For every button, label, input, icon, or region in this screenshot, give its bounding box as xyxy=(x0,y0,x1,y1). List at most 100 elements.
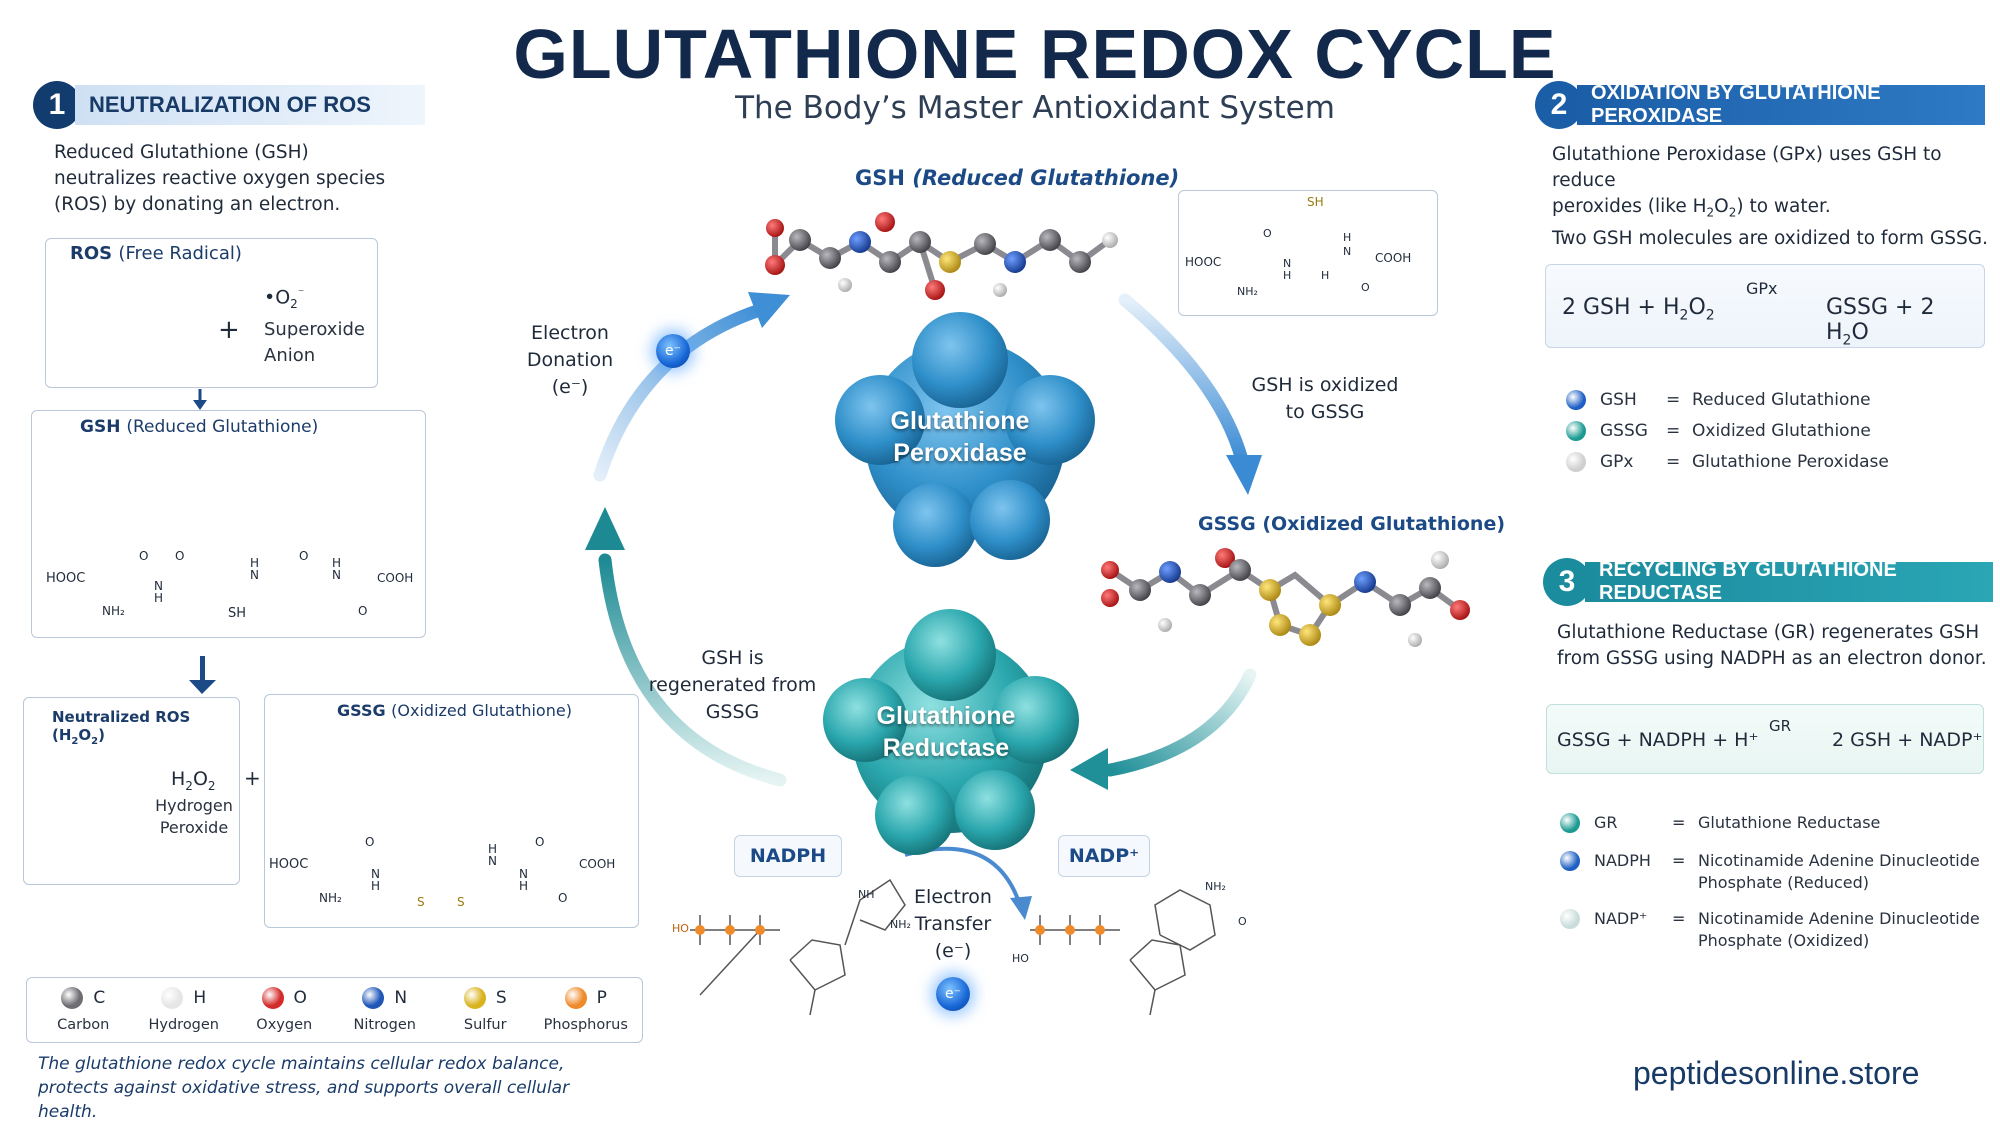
step2-eq-left: 2 GSH + H2O2 xyxy=(1562,295,1715,324)
ros-label: ROS (Free Radical) xyxy=(70,243,242,264)
step3-eq-enzyme: GR xyxy=(1769,717,1792,735)
gssg-box-label: GSSG (Oxidized Glutathione) xyxy=(337,701,572,720)
gssg-h1: H xyxy=(371,879,381,893)
legend-key: GPx xyxy=(1600,451,1634,472)
top-gsh-h2: H xyxy=(1343,231,1352,244)
gsh-h3: H xyxy=(332,556,342,570)
gssg-s2: S xyxy=(457,895,465,909)
gssg-s1: S xyxy=(417,895,425,909)
element-carbon: C Carbon xyxy=(33,987,133,1033)
legend-value: Glutathione Reductase xyxy=(1698,813,1881,832)
electron-donation-label: Electron Donation (e⁻) xyxy=(526,322,614,398)
nadph-label: NADPH xyxy=(734,835,842,877)
legend-key: NADP⁺ xyxy=(1594,909,1648,928)
element-symbol-row: H xyxy=(161,987,206,1009)
gsh-box-label: GSH (Reduced Glutathione) xyxy=(80,417,319,437)
step2-equation-box: 2 GSH + H2O2 GPx GSSG + 2 H2O xyxy=(1545,264,1985,348)
gssg-3d-molecule xyxy=(1101,548,1470,647)
step3-description: Glutathione Reductase (GR) regenerates G… xyxy=(1557,622,1987,669)
neutralized-plus: + xyxy=(244,766,261,790)
neutralized-ros-box: Neutralized ROS (H2O2) H2O2 Hydrogen Per… xyxy=(23,697,240,885)
legend-eq: = xyxy=(1666,451,1681,472)
legend-key: GSSG xyxy=(1600,420,1648,441)
nadp-skeletal xyxy=(1030,889,1216,1016)
electron-transfer-label: Electron Transfer (e⁻) xyxy=(914,886,992,962)
element-ball-icon xyxy=(161,987,184,1009)
element-ball-icon xyxy=(564,987,587,1009)
legend-key: GSH xyxy=(1600,389,1637,410)
element-name: Hydrogen xyxy=(148,1017,220,1033)
step3-header: 3 RECYCLING BY GLUTATHIONE REDUCTASE xyxy=(1543,558,1993,606)
element-symbol: H xyxy=(193,988,207,1008)
gsh-sh: SH xyxy=(228,606,247,621)
gssg-h2: H xyxy=(488,842,498,856)
element-name: Phosphorus xyxy=(543,1017,628,1033)
enzyme1-label: Glutathione Peroxidase xyxy=(890,407,1030,467)
nadp-phosphates xyxy=(1035,925,1105,935)
element-symbol-row: C xyxy=(61,987,105,1009)
nadph-nh2: NH₂ xyxy=(890,918,911,931)
gsh-n1: N xyxy=(154,579,163,593)
gsh-h1: H xyxy=(154,591,164,605)
cycle-arrows xyxy=(585,292,1262,920)
legend-eq: = xyxy=(1672,851,1686,870)
h2o2-name: Hydrogen Peroxide xyxy=(155,796,233,837)
legend-key: NADPH xyxy=(1594,851,1651,870)
nadp-nh2: NH₂ xyxy=(1205,880,1226,893)
gsh-nh2: NH₂ xyxy=(102,604,125,618)
element-symbol-row: S xyxy=(463,987,507,1009)
element-hydrogen: H Hydrogen xyxy=(134,987,234,1033)
element-symbol-row: N xyxy=(362,987,407,1009)
legend-dot-icon xyxy=(1560,813,1580,833)
gssg-cooh: COOH xyxy=(579,857,616,871)
legend-value: Glutathione Peroxidase xyxy=(1692,451,1889,472)
nadph-ho: HO xyxy=(672,922,689,935)
legend-value: Reduced Glutathione xyxy=(1692,389,1871,410)
gsh-skeletal-box: SH HOOC NH₂ O N H H N H COOH O xyxy=(1178,190,1438,316)
step3-legend-row: GR = Glutathione Reductase xyxy=(1560,812,1980,834)
legend-key: GR xyxy=(1594,813,1618,832)
glutathione-reductase-protein xyxy=(823,609,1079,855)
legend-dot-icon xyxy=(1560,909,1580,929)
step3-equation-box: GSSG + NADPH + H⁺ GR 2 GSH + NADP⁺ xyxy=(1546,704,1984,774)
step1-title: NEUTRALIZATION OF ROS xyxy=(75,85,425,125)
step2-legend-row: GPx = Glutathione Peroxidase xyxy=(1566,446,1889,477)
legend-eq: = xyxy=(1672,813,1686,832)
element-symbol: P xyxy=(596,988,607,1008)
glutathione-peroxidase-protein xyxy=(835,312,1095,567)
step3-number: 3 xyxy=(1543,558,1591,606)
gsh-o2: O xyxy=(175,549,185,563)
step1-description: Reduced Glutathione (GSH) neutralizes re… xyxy=(54,142,386,215)
element-symbol: S xyxy=(495,988,507,1008)
legend-eq: = xyxy=(1666,420,1681,441)
legend-dot-icon xyxy=(1566,420,1586,441)
top-gsh-sh: SH xyxy=(1307,195,1324,209)
gsh-o4: O xyxy=(358,604,368,618)
legend-value: Oxidized Glutathione xyxy=(1692,420,1871,441)
step2-description: Glutathione Peroxidase (GPx) uses GSH to… xyxy=(1552,144,1988,249)
top-gsh-n1: N xyxy=(1283,257,1292,270)
step2-title: OXIDATION BY GLUTATHIONE PEROXIDASE xyxy=(1577,82,1985,127)
gssg-hooc: HOOC xyxy=(269,857,309,872)
element-name: Carbon xyxy=(57,1017,110,1033)
step3-eq-right: 2 GSH + NADP⁺ xyxy=(1832,729,1983,751)
legend-eq: = xyxy=(1672,909,1686,928)
gssg-o3: O xyxy=(558,891,568,905)
step2-eq-enzyme: GPx xyxy=(1746,279,1778,298)
element-ball-icon xyxy=(61,987,84,1009)
step2-eq-right: GSSG + 2 H2O xyxy=(1826,295,1935,349)
footer-text: The glutathione redox cycle maintains ce… xyxy=(38,1054,570,1122)
step2-legend-row: GSSG = Oxidized Glutathione xyxy=(1566,415,1889,446)
top-gsh-o1: O xyxy=(1263,227,1272,240)
gssg-o2: O xyxy=(535,835,545,849)
element-ball-icon xyxy=(362,987,385,1009)
electron-top-icon: e⁻ xyxy=(656,334,690,368)
legend-dot-icon xyxy=(1566,389,1586,410)
